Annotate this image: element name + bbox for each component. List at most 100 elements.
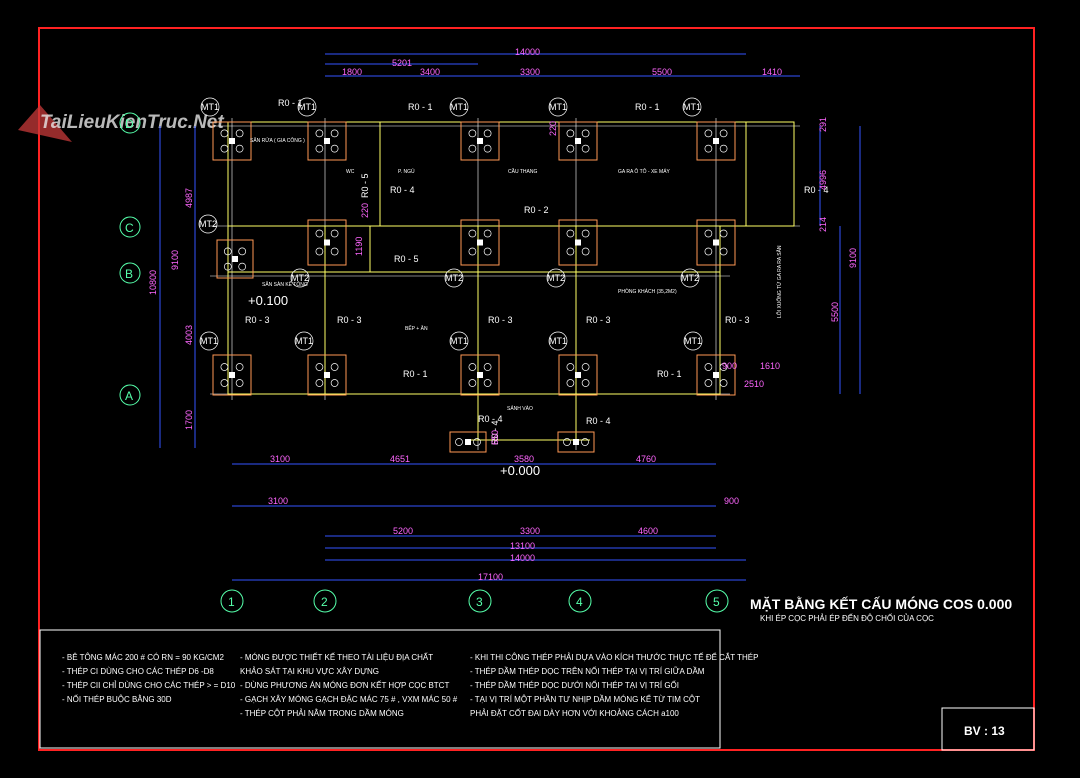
- pile-icon: [483, 144, 492, 153]
- dim-inner: 220: [548, 121, 558, 136]
- dim-bottom: 17100: [478, 572, 503, 582]
- note-line: - THÉP DẦM THÉP DỌC DƯỚI NỐI THÉP TẠI VỊ…: [470, 680, 679, 690]
- column-icon: [324, 372, 330, 378]
- room-label: SÂN RỬA ( GIA CÔNG ): [250, 137, 305, 144]
- dim-right: 900: [722, 361, 737, 371]
- dim-bottom: 3100: [270, 454, 290, 464]
- pile-icon: [483, 229, 492, 238]
- dim-right: 1610: [760, 361, 780, 371]
- dim-bottom: 14000: [510, 553, 535, 563]
- note-line: KHẢO SÁT TẠI KHU VỰC XÂY DỰNG: [240, 667, 379, 676]
- pile-icon: [581, 379, 590, 387]
- pile-icon: [566, 129, 575, 138]
- notes-box: [39, 629, 721, 749]
- note-line: PHẢI ĐẶT CỐT ĐAI DÀY HƠN VỚI KHOẢNG CÁCH…: [470, 708, 679, 718]
- axis-row-c: C: [125, 221, 134, 235]
- axis-row-d: D: [125, 117, 134, 131]
- column-icon: [713, 372, 719, 378]
- beam-label: R0 - 3: [337, 315, 362, 325]
- mt1-label: MT1: [295, 336, 313, 346]
- pile-icon: [468, 247, 477, 256]
- column-icon: [713, 138, 719, 144]
- dim-top-segment: 3300: [520, 67, 540, 77]
- column-icon: [477, 372, 483, 378]
- mt1-label: MT1: [450, 336, 468, 346]
- room-label: BẾP + ĂN: [405, 325, 428, 332]
- pile-icon: [220, 379, 229, 387]
- pile-icon: [315, 229, 324, 238]
- beam-label: R0 - 3: [725, 315, 750, 325]
- pile-icon: [566, 247, 575, 256]
- pile-icon: [238, 247, 247, 256]
- note-line: - NỐI THÉP BUỘC BẰNG 30D: [62, 694, 172, 704]
- axis-row-b: B: [125, 267, 133, 281]
- dim-top-overall: 14000: [515, 47, 540, 57]
- dim-top-segment: 5500: [652, 67, 672, 77]
- mt2-label: MT2: [199, 219, 217, 229]
- pile-icon: [719, 129, 728, 138]
- column-icon: [229, 138, 235, 144]
- dim-right: 5500: [830, 302, 840, 322]
- dim-inner: 650: [490, 430, 500, 445]
- dim-inner: 220: [360, 203, 370, 218]
- beam-label: R0 - 5: [360, 173, 370, 198]
- room-label: PHÒNG KHÁCH (35,2M2): [618, 288, 677, 295]
- column-icon: [324, 239, 330, 246]
- pile-icon: [468, 379, 477, 387]
- beam-label: R0 - 3: [488, 315, 513, 325]
- pile-icon: [223, 262, 232, 271]
- mt1-label: MT1: [298, 102, 316, 112]
- pile-icon: [581, 229, 590, 238]
- pile-icon: [704, 129, 713, 138]
- dim-bottom: 13100: [510, 541, 535, 551]
- note-line: - THÉP CỘT PHẢI NẰM TRONG DẦM MÓNG: [240, 708, 404, 718]
- dim-top-sub: 5201: [392, 58, 412, 68]
- mt1-label: MT1: [200, 336, 218, 346]
- note-line: - TẠI VỊ TRÍ MỘT PHẦN TƯ NHỊP DẦM MÓNG K…: [470, 694, 700, 704]
- dim-right: 2510: [744, 379, 764, 389]
- pile-icon: [468, 363, 477, 371]
- pile-icon: [581, 363, 590, 371]
- dim-bottom: 5200: [393, 526, 413, 536]
- drawing-title: MẶT BẰNG KẾT CẤU MÓNG COS 0.000: [750, 595, 1012, 612]
- column-icon: [573, 439, 579, 445]
- pile-icon: [235, 144, 244, 153]
- dim-top-segment: 3400: [420, 67, 440, 77]
- row-axes: D C B A: [119, 112, 141, 406]
- dim-bottom: 3580: [514, 454, 534, 464]
- pile-icon: [483, 363, 492, 371]
- mt1-label: MT1: [684, 336, 702, 346]
- dim-inner: 1190: [354, 237, 364, 256]
- axis-col-4: 4: [576, 595, 583, 609]
- note-line: - BÊ TÔNG MÁC 200 # CÓ RN = 90 KG/CM2: [62, 653, 224, 662]
- pile-icon: [315, 129, 324, 138]
- dim-left: 1700: [184, 410, 194, 430]
- beam-label: R0 - 1: [657, 369, 682, 379]
- pile-icon: [719, 379, 728, 387]
- pile-icon: [235, 129, 244, 138]
- pile-icon: [719, 247, 728, 256]
- column-icon: [575, 239, 581, 246]
- room-label: P. NGỦ: [398, 168, 415, 175]
- dim-top-segment: 1410: [762, 67, 782, 77]
- dimension-texts: 14000 5201 1800 3400 3300 5500 1410 3100…: [148, 47, 858, 582]
- note-line: - KHI THI CÔNG THÉP PHẢI DỰA VÀO KÍCH TH…: [470, 652, 758, 662]
- dim-bottom: 3100: [268, 496, 288, 506]
- column-icon: [232, 256, 238, 262]
- pile-icon: [455, 438, 463, 446]
- dim-bottom: 4651: [390, 454, 410, 464]
- column-icon: [477, 138, 483, 144]
- pile-icon: [581, 144, 590, 153]
- pile-icon: [581, 247, 590, 256]
- pile-icon: [315, 363, 324, 371]
- pile-icon: [220, 129, 229, 138]
- axis-col-1: 1: [228, 595, 235, 609]
- pile-icon: [330, 379, 339, 387]
- column-icon: [575, 372, 581, 378]
- pile-icon: [223, 247, 232, 256]
- room-label: GA RA Ô TÔ - XE MÁY: [618, 168, 671, 175]
- pile-icon: [330, 247, 339, 256]
- room-label: LỐI XUỐNG TỪ GA RA RA SÂN: [776, 245, 783, 318]
- mt1-label: MT1: [549, 336, 567, 346]
